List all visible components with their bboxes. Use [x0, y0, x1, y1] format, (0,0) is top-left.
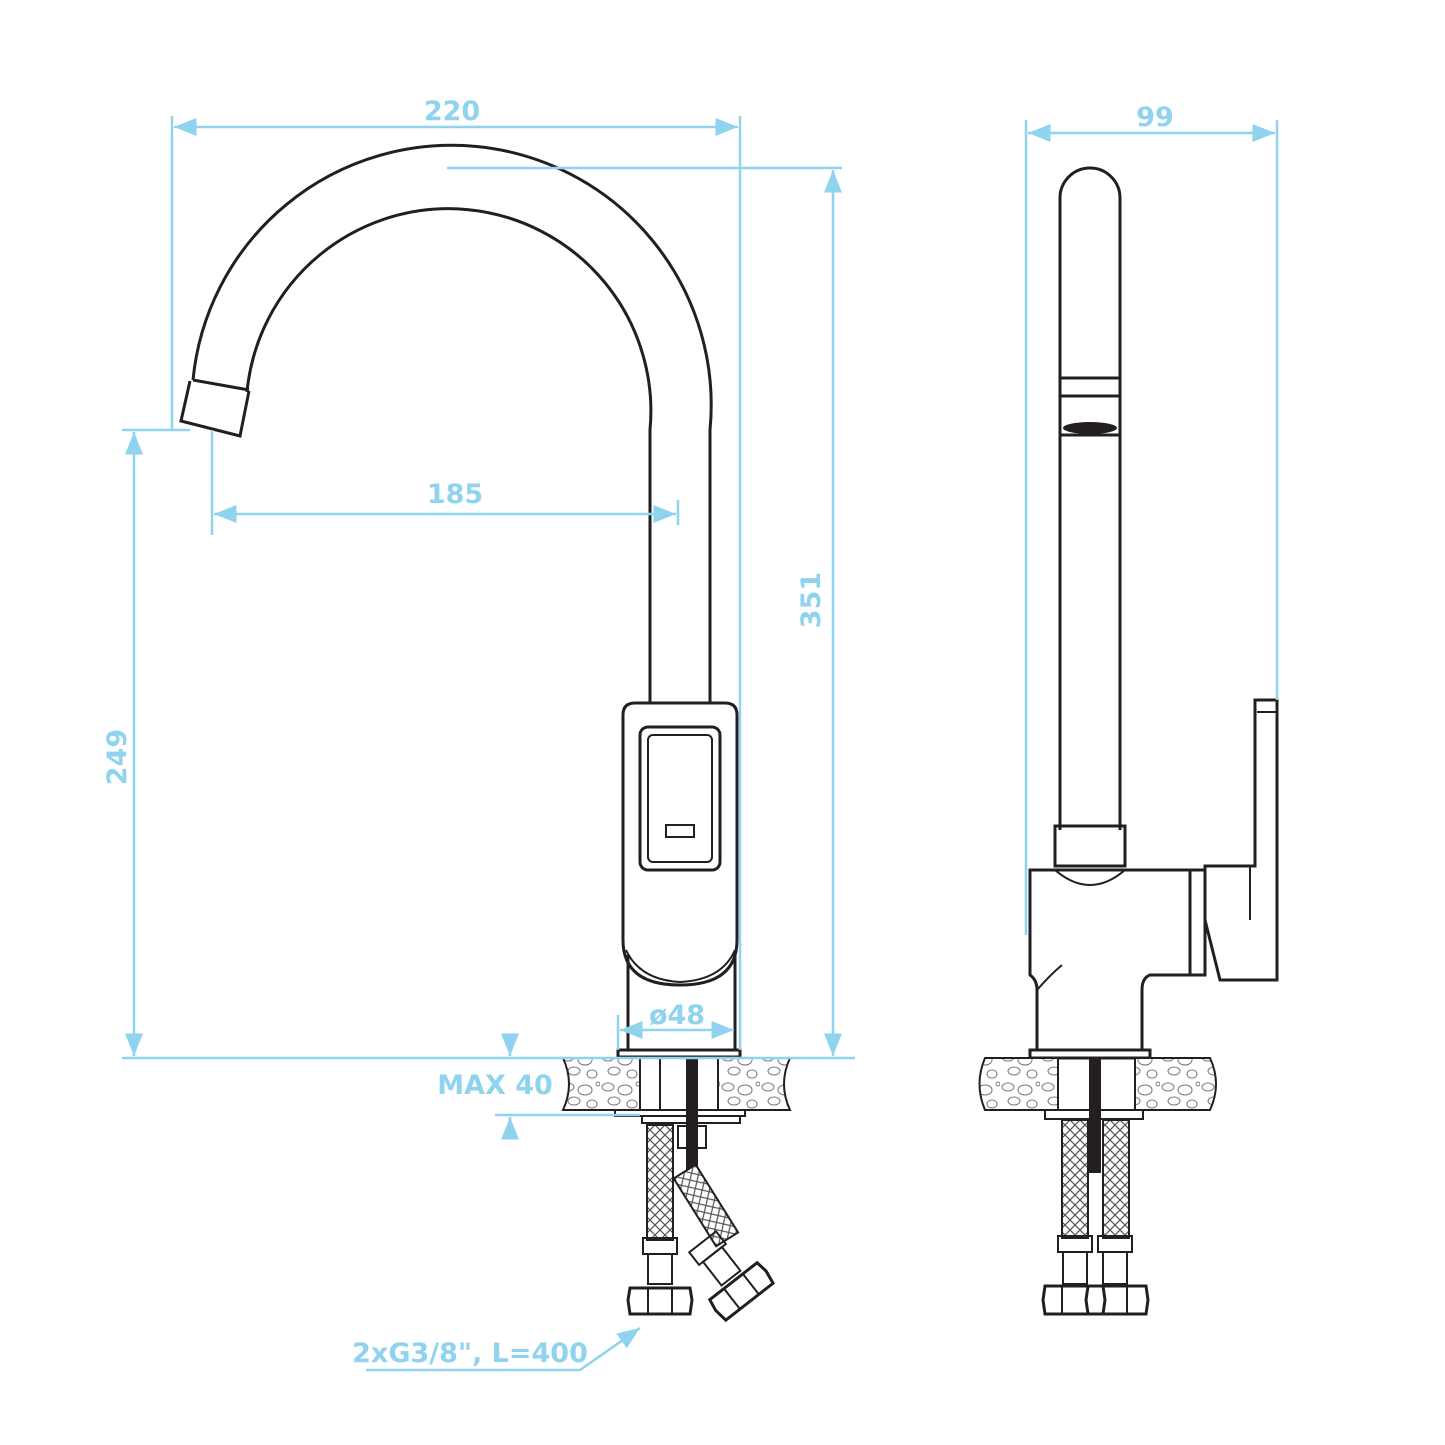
faucet-body — [621, 701, 739, 1050]
dim-side-width-99: 99 — [1136, 102, 1174, 133]
side-lever — [1203, 698, 1279, 982]
spout — [179, 143, 713, 703]
dim-width-220: 220 — [424, 96, 480, 127]
dim-base-diameter: ø48 — [649, 1000, 705, 1031]
side-hoses — [1041, 1119, 1150, 1316]
base-plate — [616, 1048, 742, 1059]
dim-height-351: 351 — [796, 572, 827, 628]
side-spout — [1053, 166, 1127, 868]
supply-hoses — [626, 1124, 776, 1323]
dim-hose-spec: 2xG3/8", L=400 — [352, 1338, 588, 1369]
dimension-lines — [122, 116, 1279, 1372]
mount-stud — [686, 1058, 698, 1178]
front-view — [179, 143, 792, 1323]
side-view — [978, 166, 1279, 1316]
lever-handle — [638, 725, 722, 872]
dim-max-thickness: MAX 40 — [437, 1070, 553, 1101]
countertop-section — [561, 1057, 792, 1178]
dim-height-249: 249 — [102, 729, 133, 785]
dim-reach-185: 185 — [427, 479, 483, 510]
side-body — [1028, 868, 1207, 1052]
side-countertop — [978, 1057, 1217, 1173]
